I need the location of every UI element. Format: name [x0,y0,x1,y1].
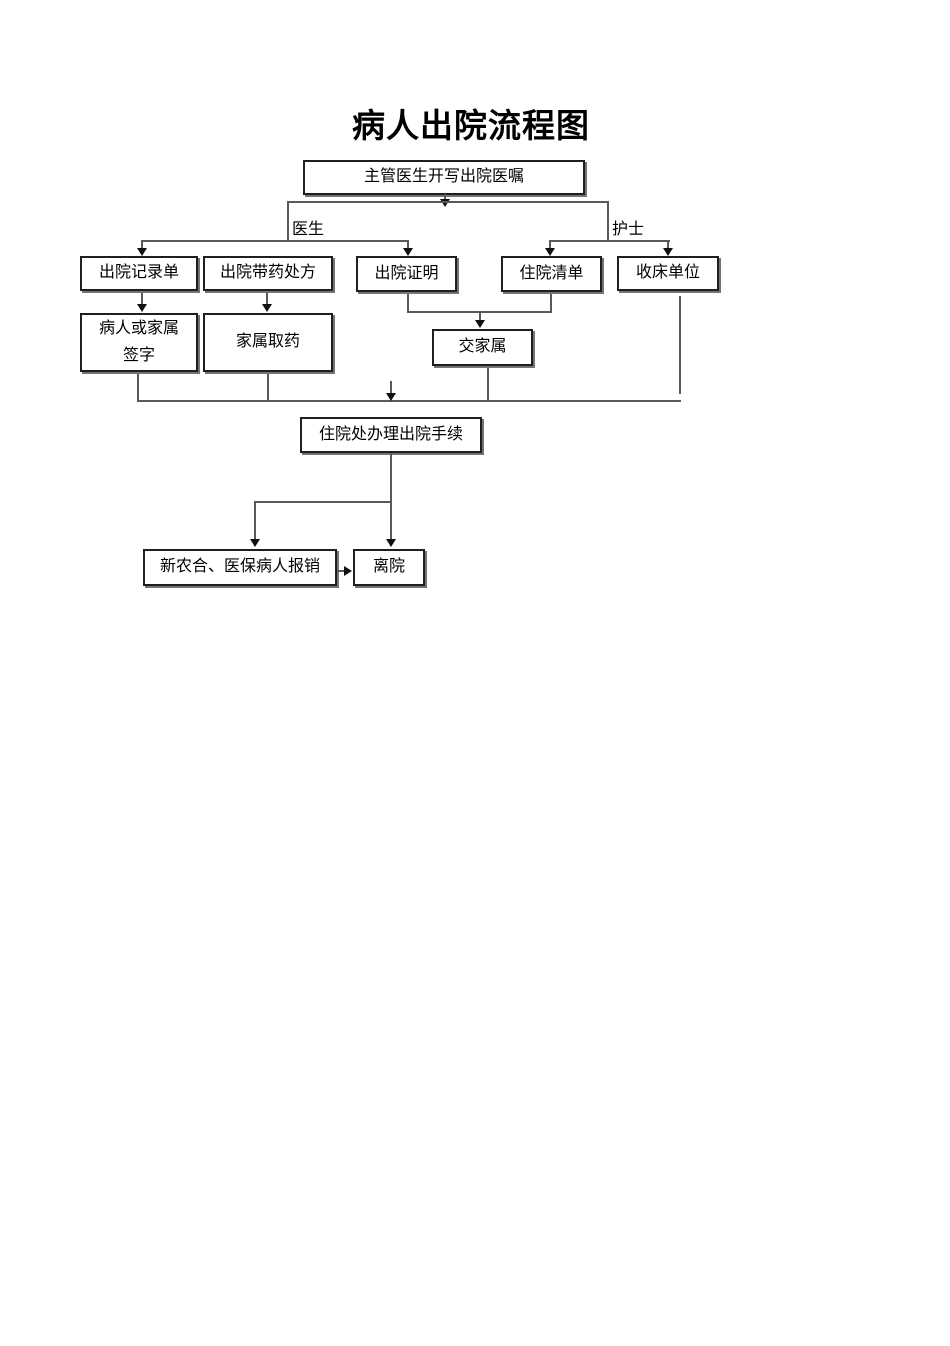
node-admission-office-procedures: 住院处办理出院手续 [300,417,482,453]
doctor-branch-horizontal [142,240,409,242]
edge-record-sign-arrowhead-down-icon [137,304,147,312]
edge-reimburse-leave-stem [337,570,345,572]
node-bed-unit: 收床单位 [617,256,719,291]
edge-order-split-arrowhead-down-icon [440,199,450,207]
node-discharge-prescription: 出院带药处方 [203,256,333,291]
node-family-pickup-medicine: 家属取药 [203,313,333,372]
node-order: 主管医生开写出院医嘱 [303,160,585,195]
edge-prescription-pickup-stem [266,293,268,304]
page-title: 病人出院流程图 [352,109,590,145]
edge-to-hand-family-arrowhead-down-icon [475,320,485,328]
node-discharge-record: 出院记录单 [80,256,198,291]
bed-unit-descender [679,296,681,394]
edge-collector-office-stem [390,381,392,393]
edge-to-leave-arrowhead-down-icon [386,539,396,547]
node-discharge-certificate: 出院证明 [356,256,457,292]
split-bracket-right-vertical [607,201,609,241]
inpatient-list-descender [550,294,552,312]
hand-family-descender [487,368,489,401]
edge-to-certificate-arrowhead-down-icon [403,248,413,256]
edge-to-leave-stem [390,501,392,539]
edge-to-certificate-stem [407,240,409,249]
edge-order-split-stem [444,194,446,201]
edge-to-bed-unit-arrowhead-down-icon [663,248,673,256]
split-bracket-horizontal [288,201,609,203]
node-inpatient-list: 住院清单 [501,256,602,292]
edge-reimburse-leave-arrowhead-right-icon [344,566,352,576]
edge-to-inpatient-list-stem [549,240,551,249]
collector-horizontal [137,400,681,402]
office-descender [390,453,392,502]
edge-to-record-arrowhead-down-icon [137,248,147,256]
node-leave-hospital: 离院 [353,549,425,586]
edge-collector-office-arrowhead-down-icon [386,393,396,401]
split-bracket-left-vertical [287,201,289,241]
branch-label-doctor: 医生 [292,221,325,238]
node-hand-to-family: 交家属 [432,329,533,366]
edge-prescription-pickup-arrowhead-down-icon [262,304,272,312]
sign-descender [137,374,139,401]
edge-to-hand-family-stem [479,311,481,321]
node-insurance-reimbursement: 新农合、医保病人报销 [143,549,337,586]
edge-to-reimburse-arrowhead-down-icon [250,539,260,547]
pickup-descender [267,374,269,401]
node-patient-family-sign: 病人或家属 签字 [80,313,198,372]
branch-label-nurse: 护士 [612,221,645,238]
certificate-descender [407,294,409,312]
edge-to-reimburse-stem [254,501,256,539]
lower-branch-horizontal [255,501,392,503]
edge-to-bed-unit-stem [667,240,669,249]
nurse-branch-horizontal [550,240,670,242]
edge-record-sign-stem [141,293,143,304]
edge-to-record-stem [141,240,143,249]
edge-to-inpatient-list-arrowhead-down-icon [545,248,555,256]
